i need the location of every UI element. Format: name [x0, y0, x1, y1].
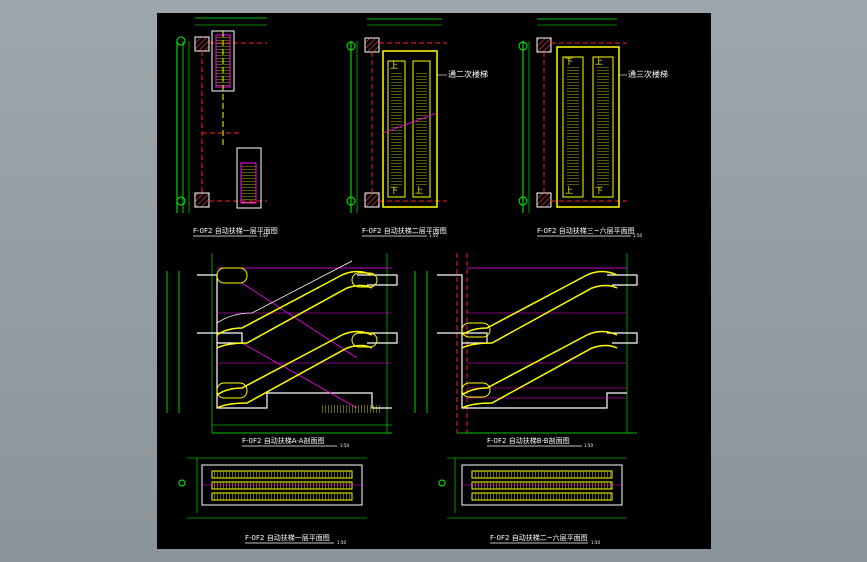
up-mark: 上: [595, 57, 603, 66]
elevation-first-floor: F-0F2 自动扶梯一层平面图 1:50: [178, 457, 367, 545]
elevation-2-title: F-0F2 自动扶梯二~六层平面图: [490, 533, 588, 542]
plan-2-title: F-0F2 自动扶梯二层平面图: [362, 226, 447, 235]
section-b-b: F-0F2 自动扶梯B-B剖面图 1:50: [414, 253, 638, 448]
plan-1-scale: 1:50: [259, 233, 268, 238]
plan-3-scale: 1:50: [633, 233, 642, 238]
up-mark: 上: [565, 186, 573, 195]
plan-2-callout: 通二次楼梯: [448, 69, 488, 79]
plan-3-title: F-0F2 自动扶梯三~六层平面图: [537, 226, 635, 235]
elevation-second-sixth-floor: F-0F2 自动扶梯二~六层平面图 1:50: [438, 457, 627, 545]
section-a-scale: 1:50: [340, 443, 349, 448]
plan-2-scale: 1:50: [429, 233, 438, 238]
up-mark: 上: [390, 61, 398, 70]
section-a-title: F-0F2 自动扶梯A-A剖面图: [242, 436, 325, 445]
down-mark: 下: [565, 57, 573, 66]
cad-drawing-canvas[interactable]: F-0F2 自动扶梯一层平面图 1:50 上 上 下 通二次楼梯 F-0F2 自…: [157, 13, 711, 549]
elevation-1-title: F-0F2 自动扶梯一层平面图: [245, 533, 330, 542]
down-mark: 下: [390, 186, 398, 195]
section-b-title: F-0F2 自动扶梯B-B剖面图: [487, 436, 570, 445]
plan-first-floor: F-0F2 自动扶梯一层平面图 1:50: [176, 17, 278, 238]
down-mark: 下: [595, 186, 603, 195]
plan-1-title: F-0F2 自动扶梯一层平面图: [193, 226, 278, 235]
section-a-a: F-0F2 自动扶梯A-A剖面图 1:50: [166, 253, 398, 448]
up-mark: 上: [415, 186, 423, 195]
plan-second-floor: 上 上 下 通二次楼梯 F-0F2 自动扶梯二层平面图 1:50: [346, 18, 488, 238]
elevation-1-scale: 1:50: [337, 540, 346, 545]
section-b-scale: 1:50: [584, 443, 593, 448]
elevation-2-scale: 1:50: [591, 540, 600, 545]
plan-third-sixth-floor: 下 上 上 下 通三次楼梯 F-0F2 自动扶梯三~六层平面图 1:50: [518, 18, 668, 238]
plan-3-callout: 通三次楼梯: [628, 69, 668, 79]
